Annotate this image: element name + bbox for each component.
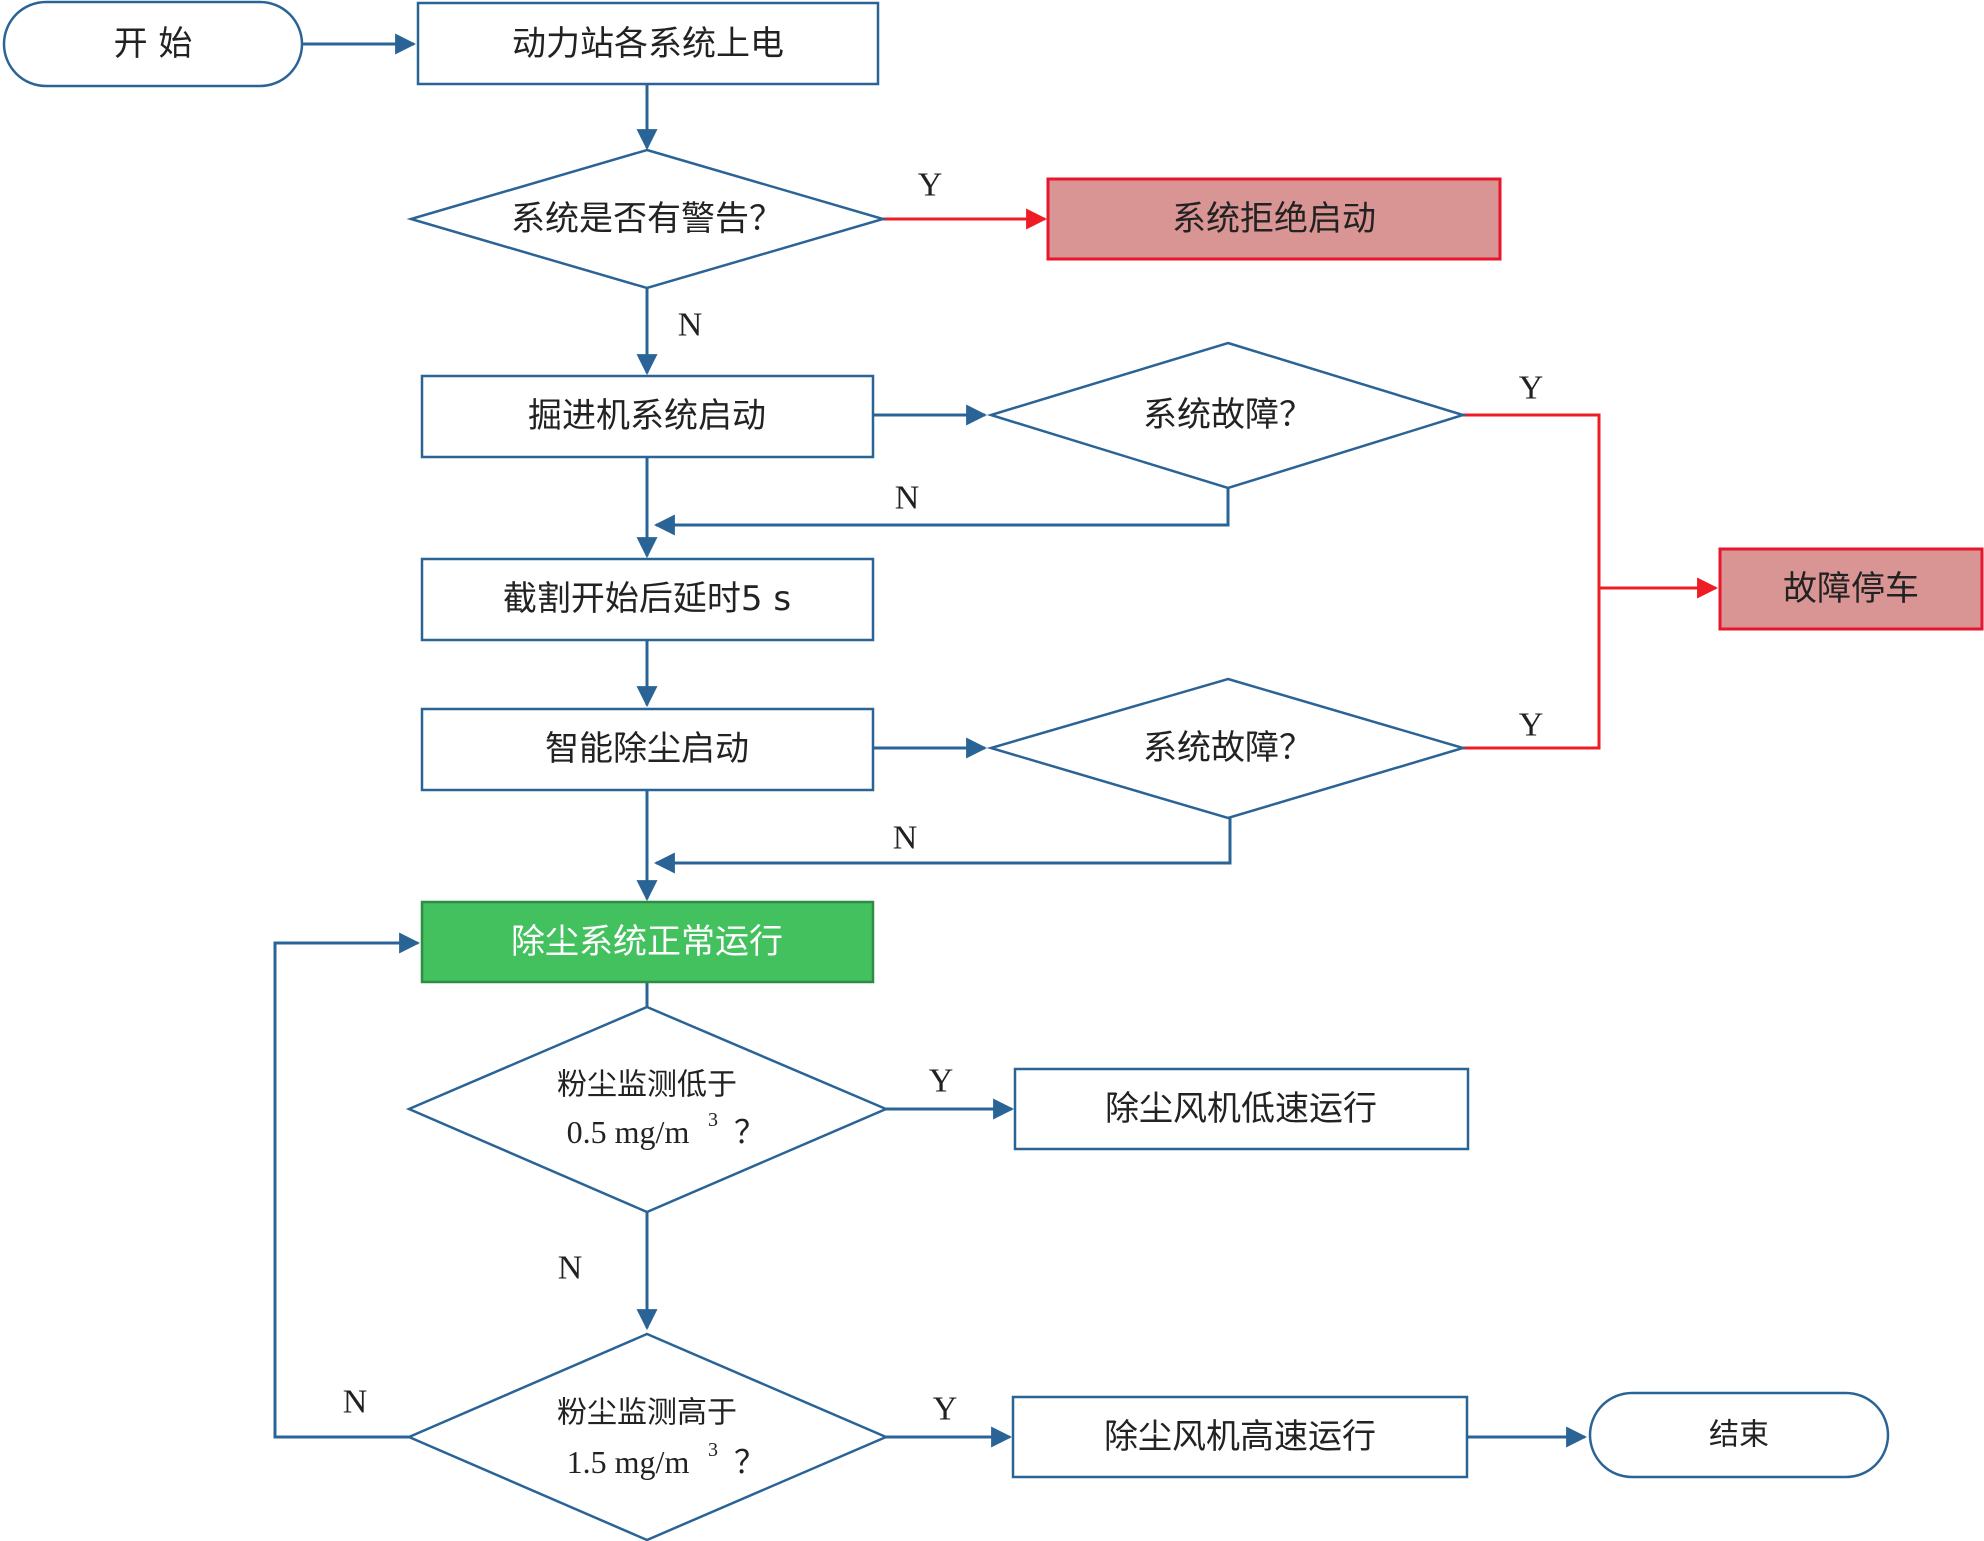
edge-fault2-yes [1463,588,1601,750]
high-check-superscript: 3 [708,1439,718,1461]
node-power-on: 动力站各系统上电 [416,1,880,86]
normal-run-text: 除尘系统正常运行 [511,922,783,962]
node-end: 结束 [1588,1391,1890,1479]
low-speed-text: 除尘风机低速运行 [1105,1089,1377,1129]
high-check-line2: 1.5 mg/m [567,1444,690,1480]
dust-start-text: 智能除尘启动 [545,729,749,769]
label-fault1-no: N [895,480,920,517]
edge-high-no-loop [273,932,421,1439]
node-fault-stop: 故障停车 [1718,547,1984,631]
decision-low: 粉尘监测低于 0.5 mg/m 3 ？ [405,1005,890,1214]
power-on-text: 动力站各系统上电 [512,24,784,64]
low-check-line1: 粉尘监测低于 [557,1068,737,1103]
decision-fault-1: 系统故障？ [986,341,1468,490]
roadheader-start-text: 掘进机系统启动 [528,396,766,436]
label-low-no: N [558,1250,583,1287]
node-start: 开 始 [2,0,304,88]
low-check-superscript: 3 [708,1109,718,1131]
decision-warning: 系统是否有警告？ [406,148,888,290]
edge-fault1-yes [1463,413,1601,588]
label-warning-no: N [678,307,703,344]
label-fault2-no: N [893,820,918,857]
decision-fault-2: 系统故障？ [986,677,1468,820]
node-refuse-start: 系统拒绝启动 [1046,177,1502,261]
node-low-speed: 除尘风机低速运行 [1013,1067,1470,1151]
label-high-no: N [343,1384,368,1421]
start-text: 开 始 [114,24,193,64]
label-fault2-yes: Y [1519,707,1544,744]
edge-fault1-no [653,488,1230,536]
fault-stop-text: 故障停车 [1783,569,1919,609]
edge-fault2-no [653,818,1232,874]
end-text: 结束 [1709,1418,1769,1453]
node-dust-start: 智能除尘启动 [420,707,875,792]
high-check-line1: 粉尘监测高于 [557,1396,737,1431]
label-high-yes: Y [933,1391,958,1428]
label-warning-yes: Y [918,167,943,204]
node-normal-run: 除尘系统正常运行 [420,900,875,984]
high-speed-text: 除尘风机高速运行 [1104,1417,1376,1457]
edge-labels: Y N Y N Y N Y N Y N [343,167,1544,1428]
node-roadheader-start: 掘进机系统启动 [420,374,875,459]
label-low-yes: Y [929,1063,954,1100]
check-warning-text: 系统是否有警告？ [511,199,783,239]
fault-check-2-text: 系统故障？ [1143,728,1313,768]
node-cut-delay: 截割开始后延时5 s [420,557,875,642]
fault-check-1-text: 系统故障？ [1143,395,1313,435]
node-high-speed: 除尘风机高速运行 [1011,1395,1469,1479]
connectors [273,33,1719,1448]
low-check-line2: 0.5 mg/m [567,1114,690,1150]
cut-delay-text: 截割开始后延时5 s [503,579,791,619]
high-check-question: ？ [734,1444,766,1480]
decision-high: 粉尘监测高于 1.5 mg/m 3 ？ [405,1332,890,1541]
low-check-question: ？ [734,1114,766,1150]
refuse-start-text: 系统拒绝启动 [1172,199,1376,239]
label-fault1-yes: Y [1519,370,1544,407]
